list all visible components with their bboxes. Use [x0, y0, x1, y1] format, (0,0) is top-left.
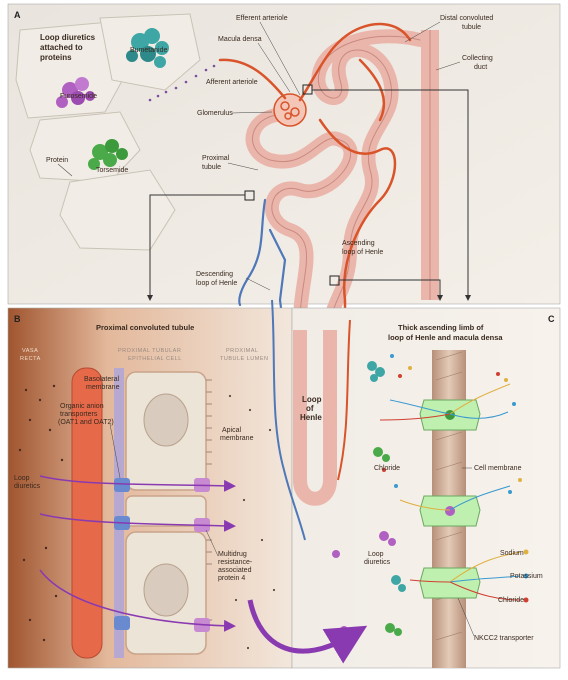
- distal-tubule-label-line2: tubule: [462, 24, 481, 31]
- loop-diuretics-c-label-line1: Loop: [368, 551, 384, 558]
- loop-of-henle-label-line1: Loop: [302, 395, 322, 404]
- vasa-recta-label-line1: VASA: [22, 348, 38, 354]
- lumen-label-line2: TUBULE LUMEN: [220, 356, 268, 362]
- lumen-label-line1: PROXIMAL: [226, 348, 258, 354]
- mrp4-label-line4: protein 4: [218, 575, 245, 582]
- sodium-label: Sodium: [500, 550, 524, 557]
- collecting-duct-label-line1: Collecting: [462, 55, 493, 62]
- proximal-tubule-label-line1: Proximal: [202, 155, 230, 162]
- efferent-arteriole-label: Efferent arteriole: [236, 15, 288, 22]
- apical-label-line1: Apical: [222, 427, 242, 434]
- epithelial-label-line2: EPITHELIAL CELL: [128, 356, 182, 362]
- mrp4-label-line2: resistance-: [218, 559, 253, 566]
- nucleus-top: [144, 394, 188, 446]
- basolateral-label-line1: Basolateral: [84, 376, 119, 383]
- drugs-title-line3: proteins: [40, 53, 72, 62]
- vasa-recta-label-line2: RECTA: [20, 356, 41, 362]
- chloride-label: Chloride: [374, 465, 400, 472]
- panel-c-title-line2: loop of Henle and macula densa: [388, 333, 503, 342]
- panel-a-letter: A: [14, 10, 21, 20]
- drugs-title-line1: Loop diuretics: [40, 33, 96, 42]
- collecting-duct-label-line2: duct: [474, 64, 487, 71]
- apical-label-line2: membrane: [220, 435, 254, 442]
- macula-densa-label: Macula densa: [218, 36, 262, 43]
- mrp4-label-line3: associated: [218, 567, 252, 574]
- distal-tubule-label-line1: Distal convoluted: [440, 15, 493, 22]
- loop-of-henle-label-line2: of: [306, 404, 314, 413]
- ascending-loop-label-line1: Ascending: [342, 240, 375, 247]
- nucleus-bottom: [144, 564, 188, 616]
- loop-diuretics-b-label-line1: Loop: [14, 475, 30, 482]
- glomerulus-label: Glomerulus: [197, 110, 233, 117]
- panel-b: B Proximal convoluted tubule VASA RECTA …: [8, 308, 292, 668]
- oat-label-line2: transporters: [60, 411, 98, 418]
- ascending-loop-label-line2: loop of Henle: [342, 249, 383, 256]
- bumetanide-label: Bumetanide: [130, 47, 167, 54]
- loop-diuretics-c-label-line2: diuretics: [364, 559, 391, 566]
- loop-diuretics-b-label-line2: diuretics: [14, 483, 41, 490]
- panel-c-title-line1: Thick ascending limb of: [398, 323, 484, 332]
- oat-label-line3: (OAT1 and OAT2): [58, 419, 114, 426]
- nkcc2-transporter-2: [420, 496, 480, 526]
- panel-c-letter: C: [548, 314, 555, 324]
- epithelial-label-line1: PROXIMAL TUBULAR: [118, 348, 181, 354]
- cell-membrane-label: Cell membrane: [474, 465, 522, 472]
- descending-loop-label-line1: Descending: [196, 271, 233, 278]
- potassium-label: Potassium: [510, 573, 543, 580]
- afferent-arteriole-label: Afferent arteriole: [206, 79, 258, 86]
- basolateral-label-line2: membrane: [86, 384, 120, 391]
- basolateral-membrane: [114, 368, 124, 658]
- protein-label: Protein: [46, 157, 68, 164]
- nkcc2-transporter-3: [420, 568, 480, 598]
- mrp4-label-line1: Multidrug: [218, 551, 247, 558]
- proximal-tubule-label-line2: tubule: [202, 164, 221, 171]
- drugs-title-line2: attached to: [40, 43, 83, 52]
- furosemide-label: Furosemide: [60, 93, 97, 100]
- chloride-legend-label: Chloride: [498, 597, 524, 604]
- loop-of-henle-label-line3: Henle: [300, 413, 322, 422]
- oat-label-line1: Organic anion: [60, 403, 104, 410]
- descending-loop-label-line2: loop of Henle: [196, 280, 237, 287]
- nkcc2-label: NKCC2 transporter: [474, 635, 534, 642]
- panel-b-title: Proximal convoluted tubule: [96, 323, 194, 332]
- panel-b-letter: B: [14, 314, 21, 324]
- nkcc2-transporter-1: [420, 400, 480, 430]
- torsemide-label: Torsemide: [96, 167, 128, 174]
